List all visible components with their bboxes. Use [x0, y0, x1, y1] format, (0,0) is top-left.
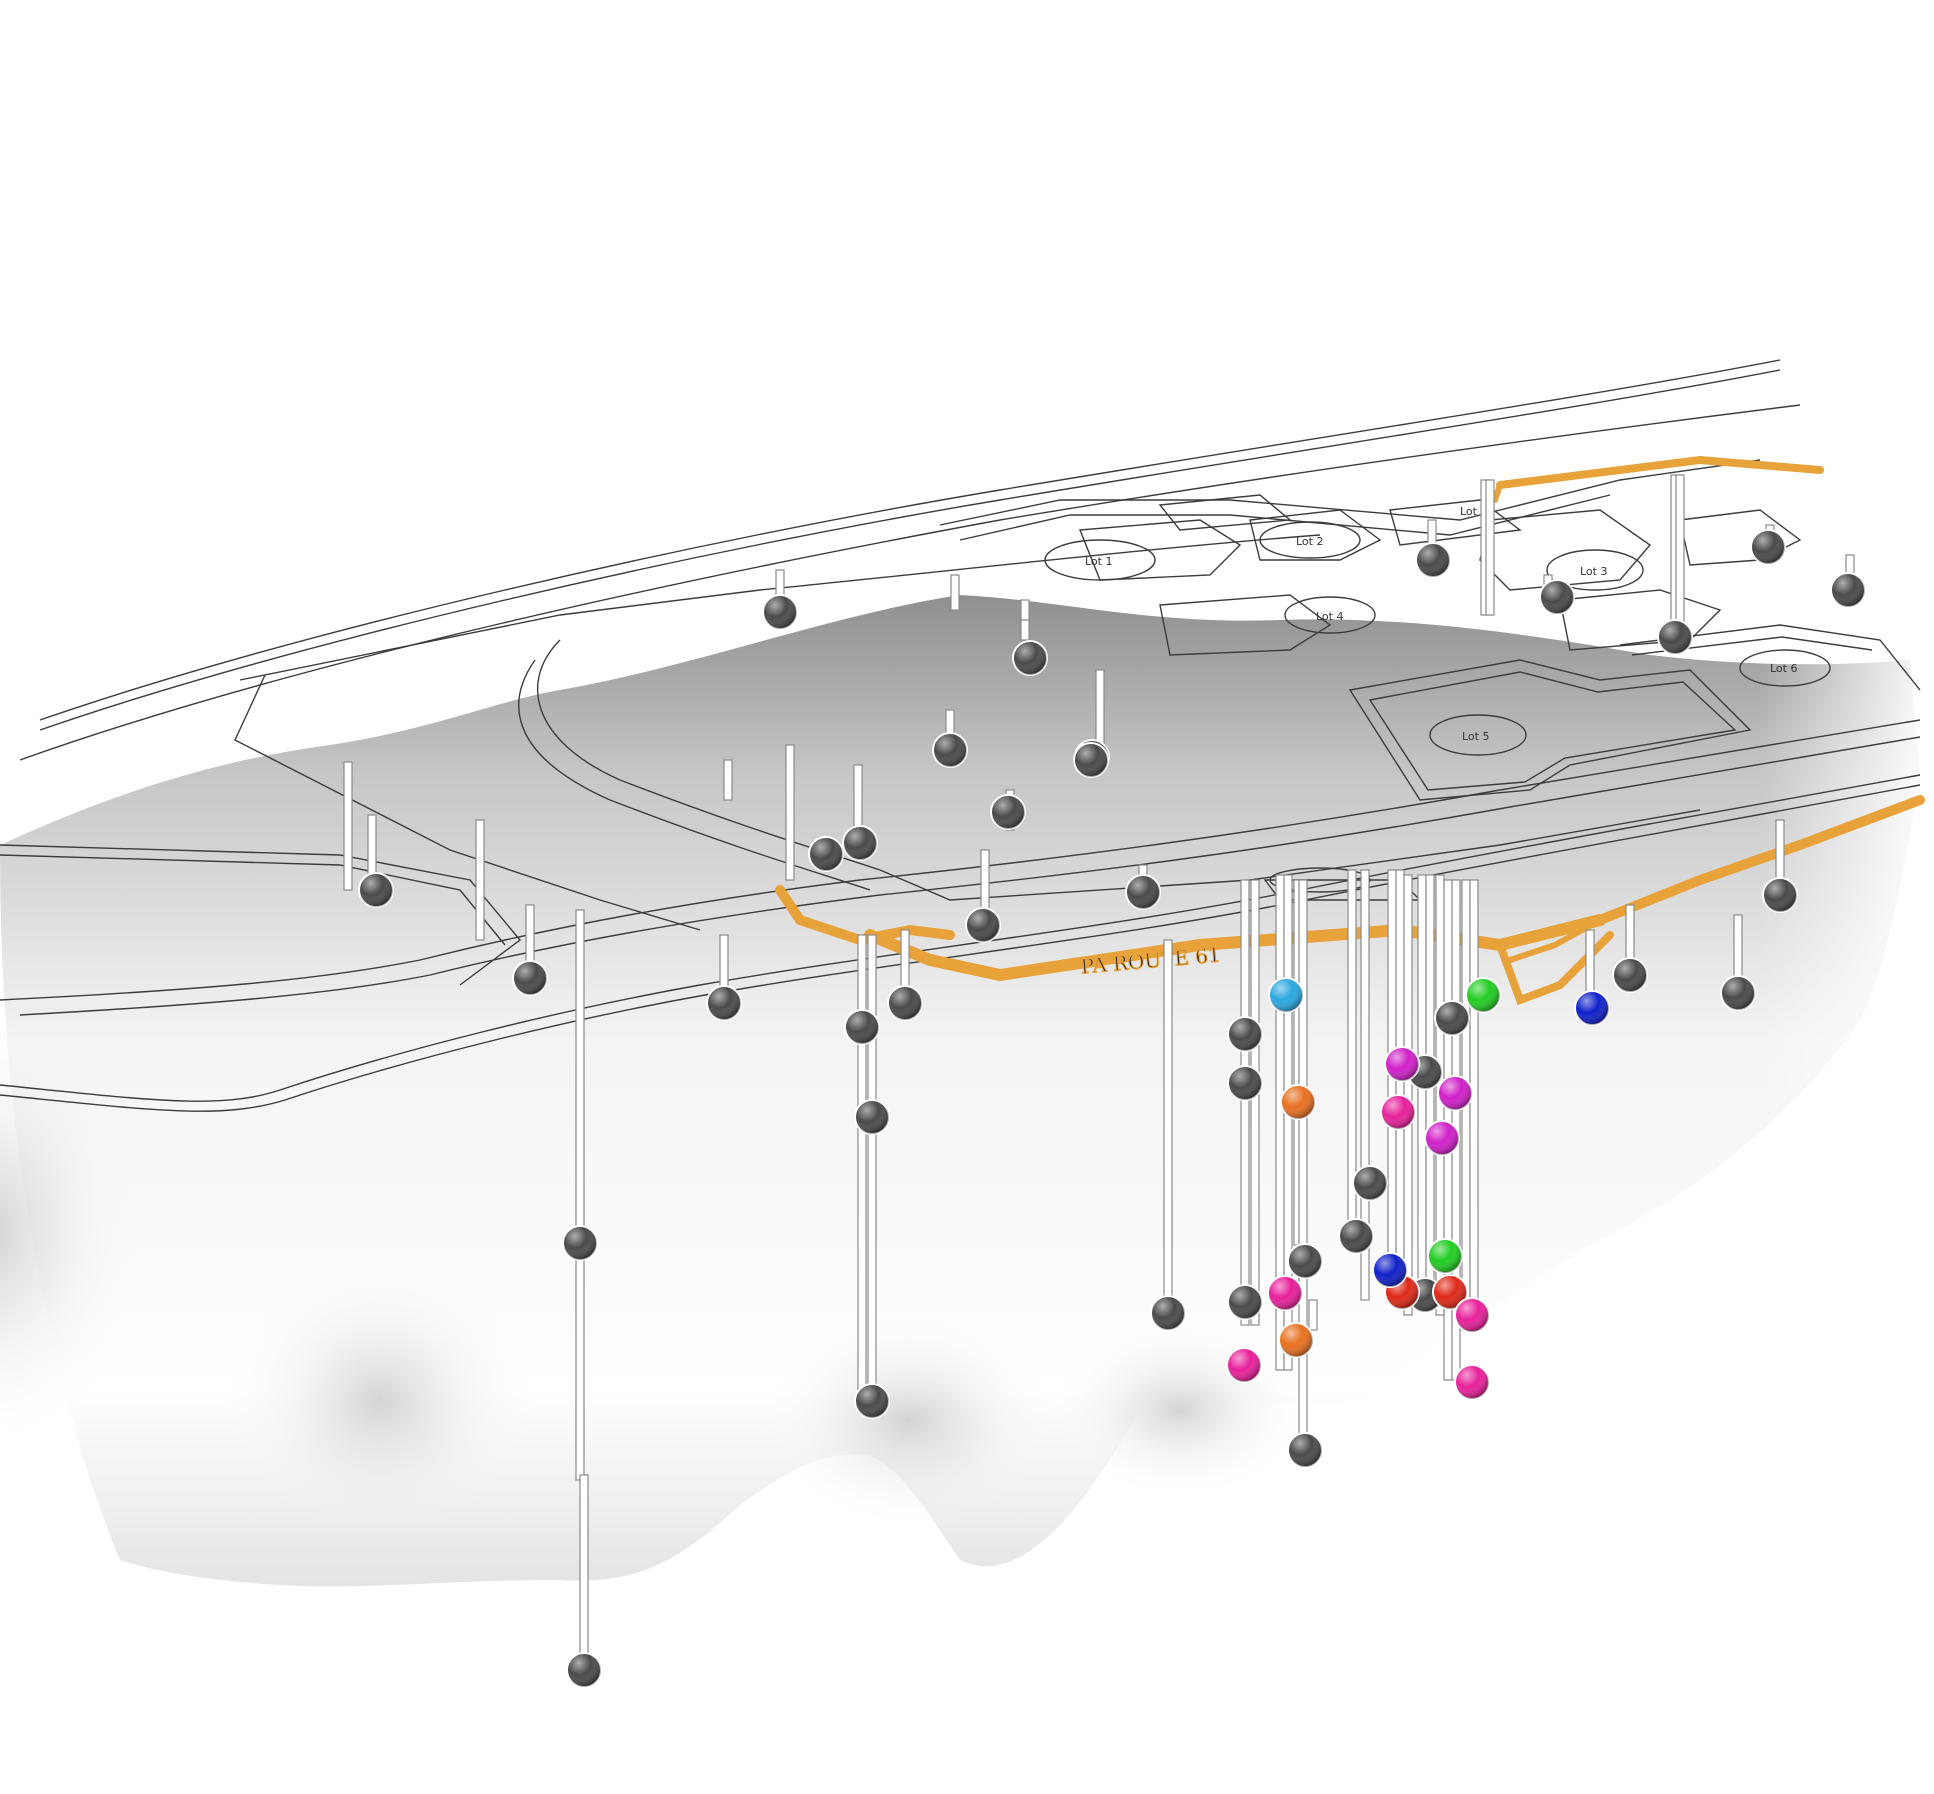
borehole-rod: [1163, 939, 1173, 1311]
borehole-sample-shading: [855, 1100, 889, 1134]
borehole-sample-shading: [1228, 1017, 1262, 1051]
borehole-rod: [1283, 874, 1293, 1371]
borehole-sample-shading: [359, 873, 393, 907]
lot-label: Lot 4: [1316, 610, 1343, 623]
borehole-sample-shading: [1074, 743, 1108, 777]
borehole-sample-shading: [1151, 1296, 1185, 1330]
borehole-sample-shading: [1433, 1275, 1467, 1309]
borehole-rod: [867, 934, 877, 1401]
borehole-rod: [900, 929, 910, 991]
lot-label: Lot 3: [1580, 565, 1607, 578]
borehole-sample-shading: [966, 908, 1000, 942]
borehole-sample-shading: [1455, 1365, 1489, 1399]
borehole-rod: [1675, 474, 1685, 641]
lot-label: Lot 6: [1770, 662, 1797, 675]
borehole-sample-shading: [855, 1384, 889, 1418]
borehole-rod: [1417, 874, 1427, 1311]
borehole-sample-shading: [1126, 875, 1160, 909]
borehole-sample-shading: [1751, 530, 1785, 564]
borehole-sample-shading: [1721, 976, 1755, 1010]
lot-label: Lot 1: [1085, 555, 1112, 568]
borehole-rod: [857, 934, 867, 1401]
borehole-sample-shading: [1416, 543, 1450, 577]
boreholes: [343, 474, 1866, 1688]
borehole-sample-shading: [567, 1653, 601, 1687]
borehole-rod: [1469, 879, 1479, 1331]
borehole-sample-shading: [1381, 1095, 1415, 1129]
borehole-rod: [950, 574, 960, 611]
borehole-sample-shading: [888, 986, 922, 1020]
lot-label: Lot 2: [1296, 535, 1323, 548]
borehole-sample-shading: [1288, 1244, 1322, 1278]
borehole-sample-shading: [843, 826, 877, 860]
borehole-sample-shading: [563, 1226, 597, 1260]
borehole-sample-shading: [1763, 878, 1797, 912]
borehole-rod: [579, 1474, 589, 1671]
borehole-sample-shading: [1466, 978, 1500, 1012]
borehole-sample-shading: [1613, 958, 1647, 992]
borehole-rod: [1308, 1299, 1318, 1331]
lot-label: Lot 5: [1462, 730, 1489, 743]
borehole-sample-shading: [809, 837, 843, 871]
borehole-sample-shading: [933, 733, 967, 767]
borehole-sample-shading: [1385, 1047, 1419, 1081]
borehole-sample-shading: [707, 986, 741, 1020]
borehole-rod: [1240, 879, 1250, 1326]
borehole-sample-shading: [1353, 1166, 1387, 1200]
borehole-sample-shading: [1575, 991, 1609, 1025]
borehole-sample-shading: [1227, 1348, 1261, 1382]
borehole-rod: [1020, 619, 1030, 641]
borehole-rod: [1403, 874, 1413, 1316]
borehole-rod: [1250, 879, 1260, 1326]
borehole-rod: [1485, 479, 1495, 616]
borehole-sample-shading: [1435, 1001, 1469, 1035]
borehole-sample-shading: [1658, 620, 1692, 654]
borehole-sample-shading: [1540, 580, 1574, 614]
borehole-sample-shading: [1438, 1076, 1472, 1110]
borehole-sample-shading: [1373, 1253, 1407, 1287]
borehole-sample-shading: [1268, 1276, 1302, 1310]
borehole-rod: [1360, 869, 1370, 1301]
borehole-sample-shading: [1455, 1298, 1489, 1332]
borehole-rod: [475, 819, 485, 941]
borehole-sample-shading: [1269, 978, 1303, 1012]
borehole-rod: [723, 759, 733, 801]
borehole-sample-shading: [1428, 1239, 1462, 1273]
borehole-rod: [575, 909, 585, 1481]
borehole-sample-shading: [1281, 1085, 1315, 1119]
borehole-sample-shading: [763, 595, 797, 629]
borehole-sample-shading: [1288, 1433, 1322, 1467]
borehole-rod: [1020, 599, 1030, 621]
borehole-sample-shading: [1339, 1219, 1373, 1253]
borehole-sample-shading: [1013, 641, 1047, 675]
borehole-sample-shading: [1425, 1121, 1459, 1155]
borehole-rod: [1585, 929, 1595, 1001]
borehole-sample-shading: [1279, 1323, 1313, 1357]
borehole-rod: [785, 744, 795, 881]
borehole-sample-shading: [1228, 1066, 1262, 1100]
borehole-sample-shading: [845, 1010, 879, 1044]
borehole-sample-shading: [991, 795, 1025, 829]
borehole-rod: [343, 761, 353, 891]
borehole-sample-shading: [1228, 1285, 1262, 1319]
borehole-sample-shading: [1831, 573, 1865, 607]
borehole-rod: [1298, 879, 1308, 1451]
borehole-rod: [1095, 669, 1105, 751]
borehole-sample-shading: [513, 961, 547, 995]
